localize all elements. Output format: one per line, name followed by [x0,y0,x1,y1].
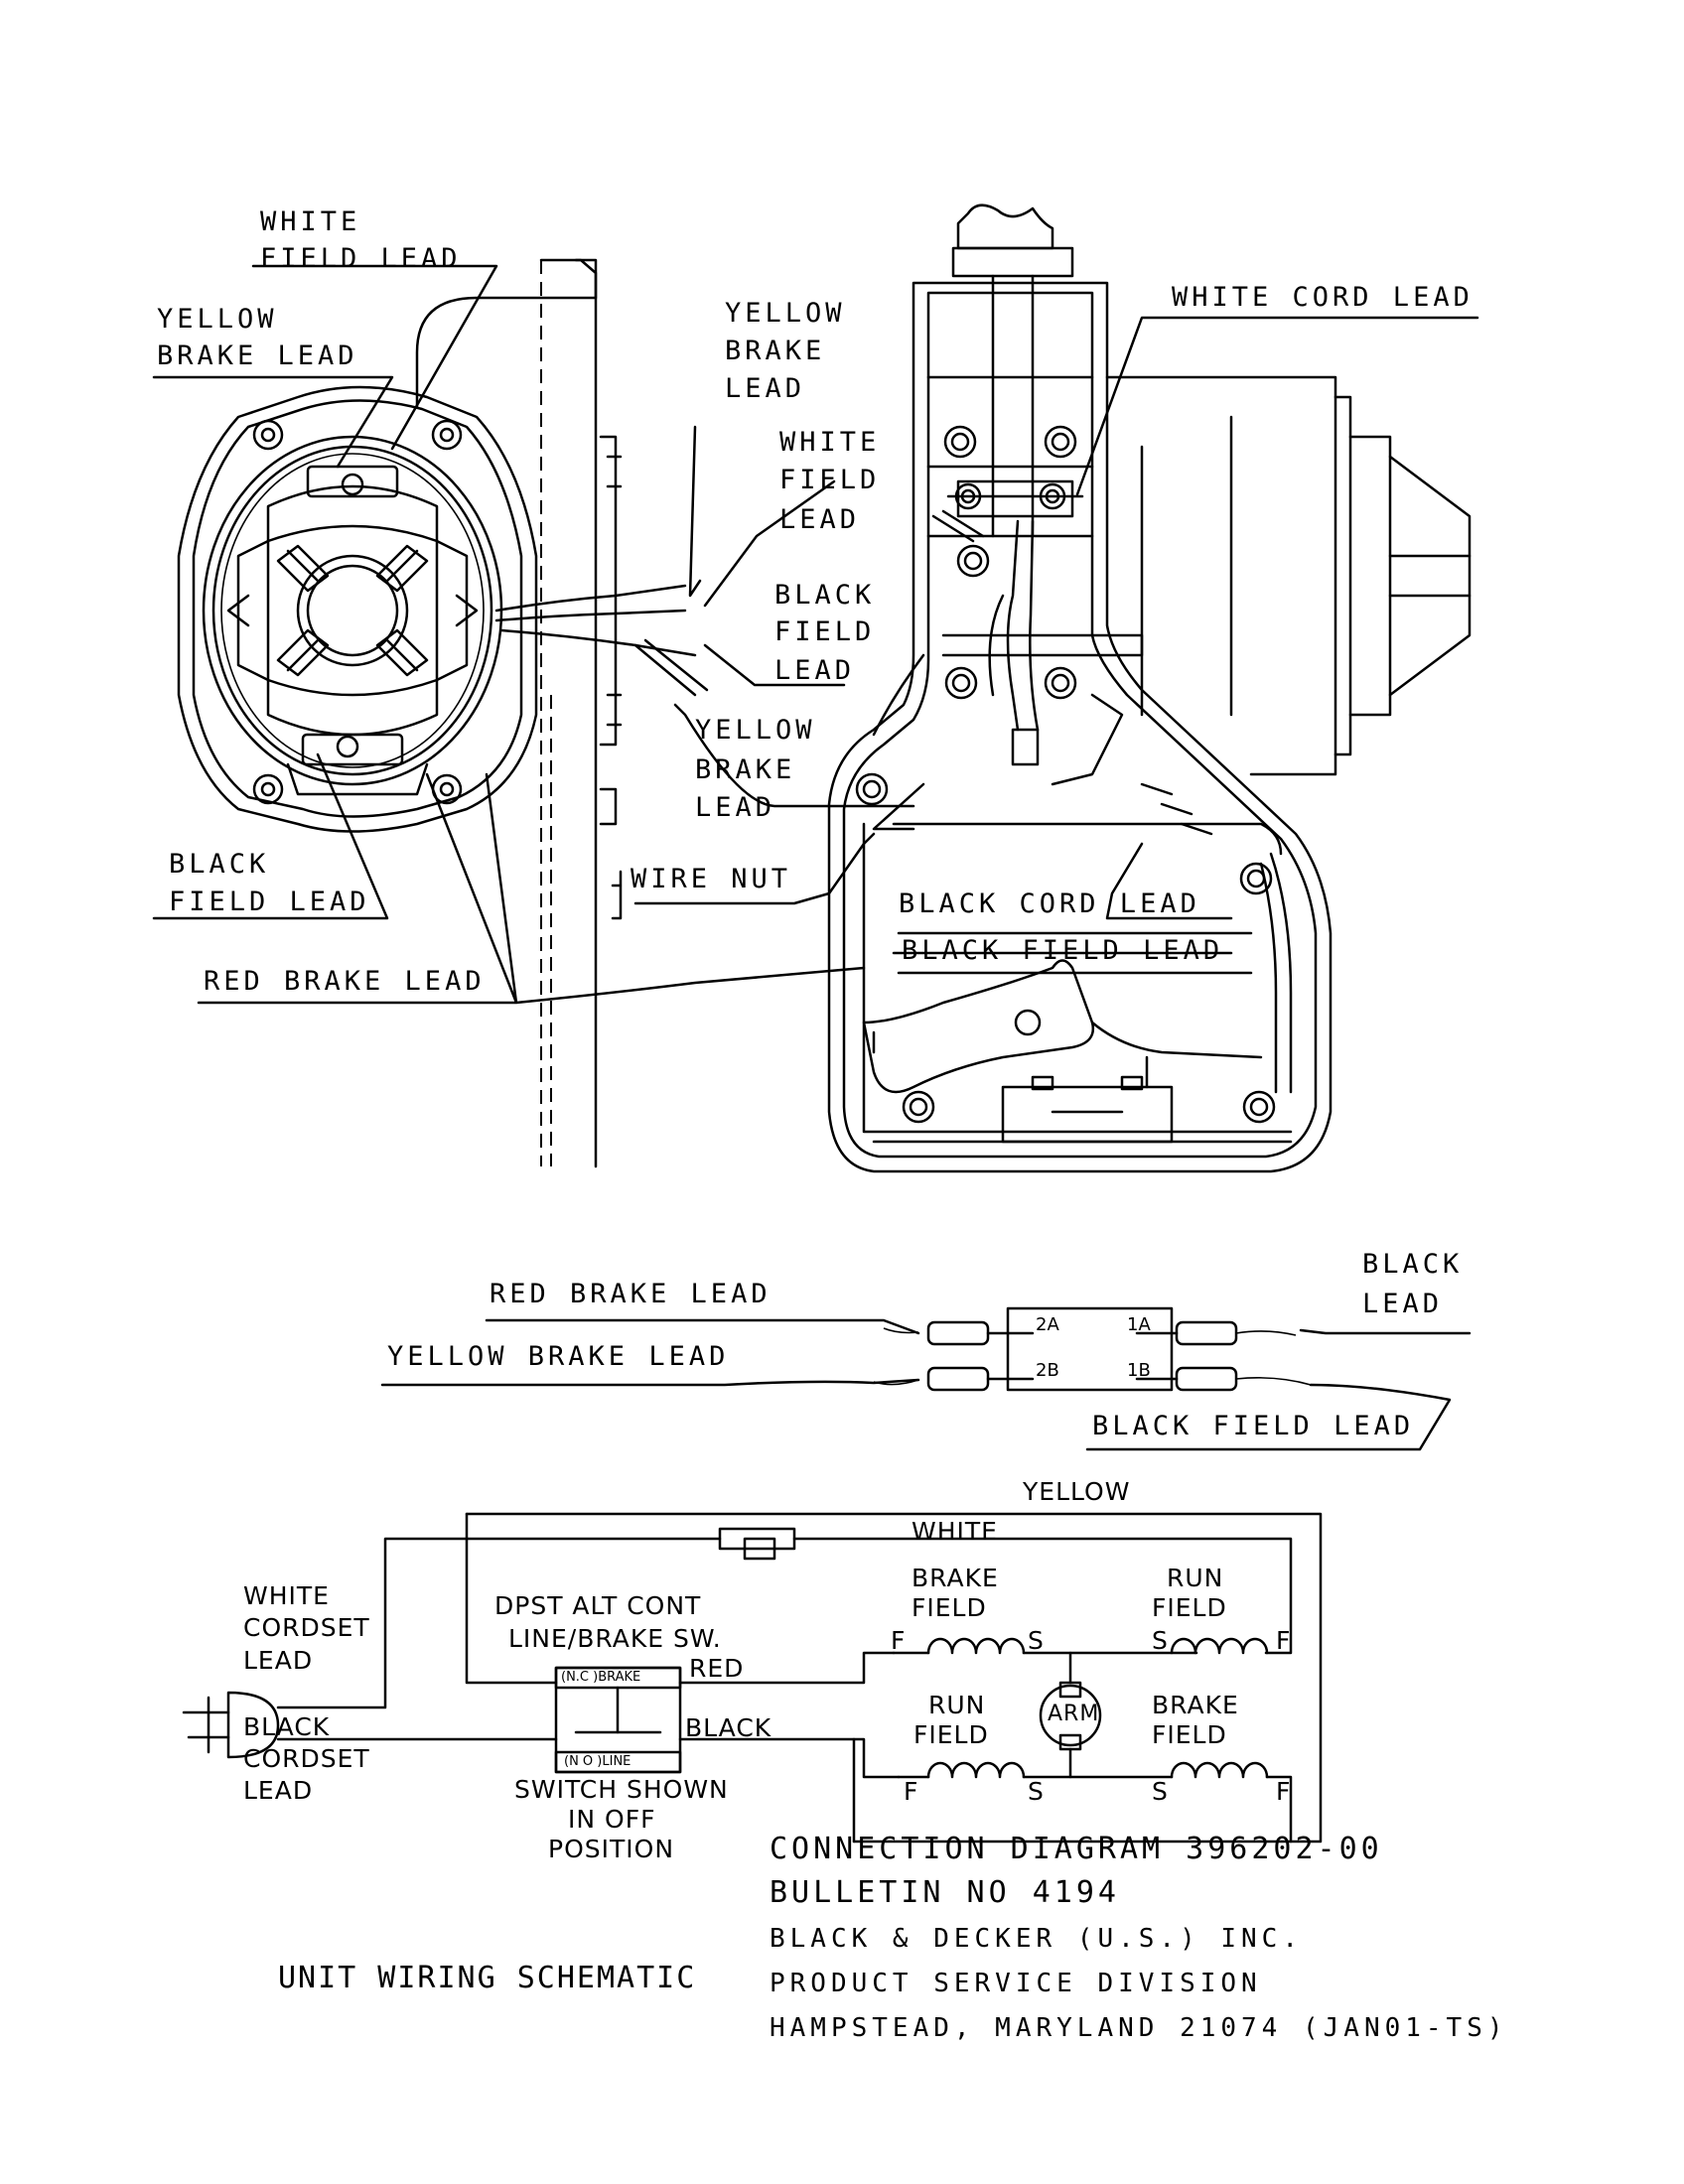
label-black-field-lead-mid: BLACK [774,580,876,611]
footer-connection-diagram: CONNECTION DIAGRAM 396202-00 [770,1832,1383,1866]
label-run-field-top-2: FIELD [1152,1593,1227,1622]
label-white-field-lead-left-2: FIELD LEAD [260,243,462,274]
label-switch-title-2: LINE/BRAKE SW. [508,1624,722,1653]
label-white-cord-lead: WHITE CORD LEAD [1172,282,1474,313]
label-white-cordset-lead: WHITE [243,1581,330,1610]
motor-end-view [177,258,709,1168]
label-black-field-lead-mid-2: FIELD [774,616,876,647]
terminal-f-bottom-left: F [904,1777,919,1806]
label-black-field-lead-left-2: FIELD LEAD [169,887,370,917]
label-black-field-lead-mid-3: LEAD [774,655,856,686]
terminal-s-top-left: S [1028,1626,1045,1655]
label-black-cordset-lead: BLACK [243,1712,331,1741]
terminal-1a: 1A [1127,1314,1151,1335]
label-switch-note-3: POSITION [548,1835,675,1863]
footer-unit-wiring-schematic: UNIT WIRING SCHEMATIC [278,1961,697,1995]
label-yellow-brake-lead-mid-3: LEAD [725,373,806,404]
terminal-2b: 2B [1036,1360,1059,1381]
label-white-wire: WHITE [912,1517,998,1546]
label-black-cord-lead: BLACK CORD LEAD [899,888,1200,919]
label-yellow-brake-lead-left-2: BRAKE LEAD [157,341,358,371]
footer-bulletin: BULLETIN NO 4194 [770,1875,1120,1910]
label-yellow-brake-lead-mid: YELLOW [725,298,846,329]
footer-division: PRODUCT SERVICE DIVISION [770,1969,1262,1998]
label-run-field-bottom: RUN [928,1691,986,1719]
label-white-cordset-lead-3: LEAD [243,1646,314,1675]
terminal-1b: 1B [1127,1360,1151,1381]
label-yellow-brake-lead-left: YELLOW [157,304,278,335]
label-wire-nut: WIRE NUT [631,864,792,894]
wiring-schematic [182,1512,1323,1843]
label-switch-black-lead: BLACK [1362,1249,1464,1280]
label-black-cordset-lead-3: LEAD [243,1776,314,1805]
label-white-field-lead-left: WHITE [260,206,361,237]
label-red-brake-lead-top: RED BRAKE LEAD [204,966,486,997]
label-switch-black-lead-2: LEAD [1362,1289,1444,1319]
terminal-s-bottom-right: S [1152,1777,1169,1806]
leader-lines-top [152,264,1479,1005]
terminal-f-top-right: F [1276,1626,1292,1655]
terminal-s-top-right: S [1152,1626,1169,1655]
label-white-field-lead-mid: WHITE [779,427,881,458]
terminal-2a: 2A [1036,1314,1059,1335]
label-nc-brake: (N.C )BRAKE [561,1670,641,1685]
label-black-field-lead-inner: BLACK FIELD LEAD [902,935,1224,966]
label-brake-field-top: BRAKE [912,1564,999,1592]
label-switch-note: SWITCH SHOWN [514,1775,729,1804]
label-no-line: (N O )LINE [564,1754,632,1769]
label-black-wire: BLACK [685,1713,772,1742]
label-run-field-top: RUN [1167,1564,1224,1592]
label-white-field-lead-mid-3: LEAD [779,504,861,535]
terminal-f-bottom-right: F [1276,1777,1292,1806]
label-brake-field-bottom: BRAKE [1152,1691,1239,1719]
label-black-cordset-lead-2: CORDSET [243,1744,370,1773]
label-brake-field-bottom-2: FIELD [1152,1720,1227,1749]
label-switch-note-2: IN OFF [568,1805,656,1834]
label-white-cordset-lead-2: CORDSET [243,1613,370,1642]
label-run-field-bottom-2: FIELD [913,1720,989,1749]
footer-company: BLACK & DECKER (U.S.) INC. [770,1924,1303,1954]
label-switch-black-field-lead: BLACK FIELD LEAD [1092,1411,1415,1441]
terminal-s-bottom-left: S [1028,1777,1045,1806]
tool-housing [827,204,1472,1173]
switch-connection-detail [380,1306,1472,1451]
label-switch-title: DPST ALT CONT [494,1591,702,1620]
terminal-f-top-left: F [891,1626,907,1655]
label-yellow-brake-lead-mid-2: BRAKE [725,336,826,366]
label-armature: ARM [1048,1702,1100,1726]
label-white-field-lead-mid-2: FIELD [779,465,881,495]
label-black-field-lead-left: BLACK [169,849,270,880]
label-brake-field-top-2: FIELD [912,1593,987,1622]
footer-address: HAMPSTEAD, MARYLAND 21074 (JAN01-TS) [770,2013,1508,2043]
label-yellow-brake-lead-lower: YELLOW [695,715,816,746]
label-yellow-brake-lead-lower-2: BRAKE [695,754,796,785]
label-yellow-brake-lead-lower-3: LEAD [695,792,776,823]
housing-screws [855,425,1276,1124]
label-red-wire: RED [689,1654,745,1683]
label-yellow-wire: YELLOW [1023,1477,1131,1506]
label-switch-red-brake-lead: RED BRAKE LEAD [490,1279,772,1309]
label-switch-yellow-brake-lead: YELLOW BRAKE LEAD [387,1341,730,1372]
